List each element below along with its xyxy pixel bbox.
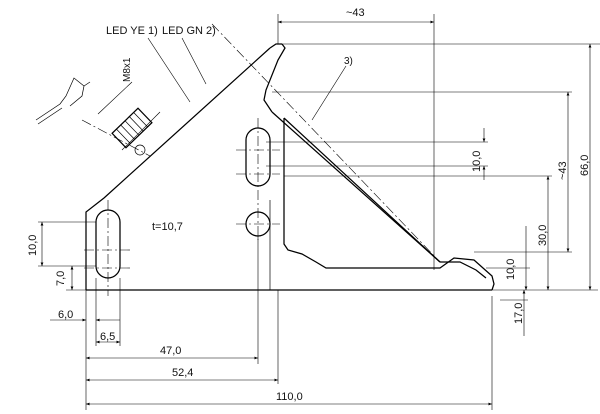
dim-bottom-110: 110,0 [276,391,303,403]
dim-left-6: 6,0 [58,309,73,321]
dimension-lines [38,14,600,410]
mounting-slots [95,127,271,279]
label-note-3: 3) [344,56,353,67]
cable-icon [35,77,91,125]
dim-slot-10-right: 10,0 [471,151,483,172]
dim-left-10: 10,0 [27,235,39,256]
dim-right-height: 66,0 [579,155,591,176]
bracket-outline [85,43,495,291]
dim-top-width: ~43 [346,7,365,19]
label-thread: M8x1 [122,57,133,82]
text-labels: LED YE 1) LED GN 2) 3) M8x1 t=10,7 ~43 6… [27,7,591,403]
led-leaders [147,37,347,121]
dim-right-30: 30,0 [537,225,549,246]
center-lines [84,23,441,296]
dim-right-10-low: 10,0 [505,259,517,280]
dim-right-43: ~43 [557,161,569,180]
dim-right-17: 17,0 [513,303,525,324]
m8-connector [81,81,161,157]
label-led-ye: LED YE 1) [106,25,158,37]
dim-left-7: 7,0 [55,271,67,286]
label-led-gn: LED GN 2) [162,25,216,37]
dim-bottom-6-5: 6,5 [100,331,115,343]
dim-bottom-52-4: 52,4 [172,367,193,379]
dim-bottom-47: 47,0 [160,345,181,357]
label-thickness: t=10,7 [152,221,183,233]
